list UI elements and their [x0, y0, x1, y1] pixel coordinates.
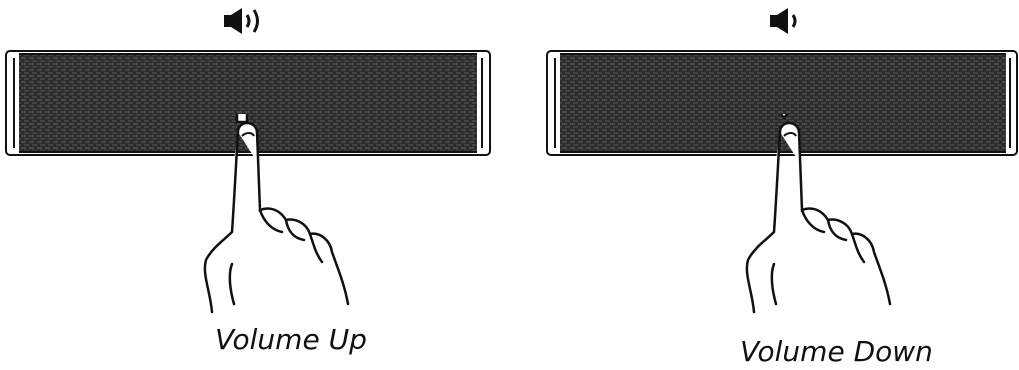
- finger-touch-hand: [203, 114, 350, 314]
- arrow-up-icon: [235, 114, 249, 124]
- caption-volume-up: Volume Up: [215, 323, 367, 356]
- speaker-volume-low-icon: [770, 8, 797, 34]
- speaker-volume-high-icon: [224, 8, 259, 34]
- arrow-down-icon: [779, 114, 789, 121]
- volume-down-panel: Volume Down: [540, 0, 1019, 368]
- volume-up-panel: Volume Up: [0, 0, 500, 366]
- finger-touch-hand: [745, 114, 892, 314]
- caption-volume-down: Volume Down: [740, 335, 933, 368]
